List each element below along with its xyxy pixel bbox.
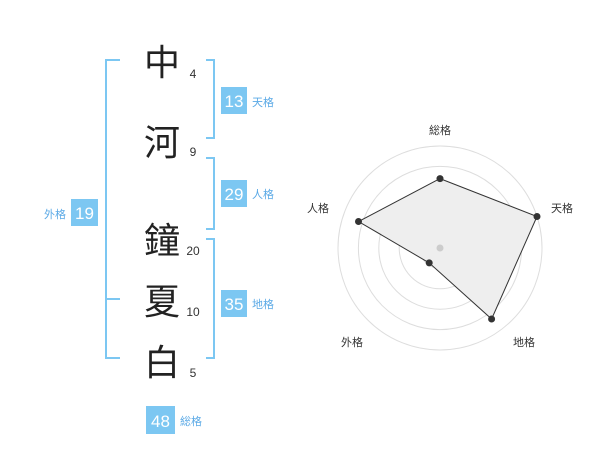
- name-char-2: 河: [144, 123, 180, 164]
- gaikaku-bracket: [105, 59, 120, 359]
- gaikaku-value: 19: [75, 204, 94, 223]
- name-char-3: 鐘: [144, 221, 180, 262]
- radar-points: [355, 175, 541, 323]
- stroke-count-2: 9: [190, 145, 197, 159]
- radar-center: [436, 244, 444, 252]
- stroke-count-3: 20: [186, 244, 200, 258]
- jinkaku-box: [221, 180, 247, 207]
- tenkaku-value: 13: [225, 92, 244, 111]
- tenkaku-badge: 13 天格: [221, 87, 274, 114]
- radar-point-5: [355, 218, 362, 225]
- chikaku-label: 地格: [252, 297, 274, 311]
- soukaku-badge: 48 総格: [146, 406, 202, 434]
- jinkaku-label: 人格: [252, 187, 274, 201]
- radar-point-4: [425, 259, 433, 267]
- chikaku-badge: 35 地格: [221, 290, 274, 317]
- name-char-4: 夏: [144, 282, 180, 323]
- stroke-count-1: 4: [190, 67, 197, 81]
- tenkaku-label: 天格: [252, 95, 274, 109]
- radar-polygon: [357, 178, 538, 320]
- radar-label-jinkaku: 人格: [307, 201, 329, 215]
- radar-point-1: [436, 175, 444, 183]
- soukaku-value: 48: [151, 412, 170, 431]
- name-char-1: 中: [144, 43, 180, 84]
- radar-point-3: [488, 315, 496, 323]
- name-characters: 中 河 鐘 夏 白: [144, 43, 180, 384]
- jinkaku-badge: 29 人格: [221, 180, 274, 207]
- radar-label-tenkaku: 天格: [551, 201, 573, 215]
- radar-label-soukaku: 総格: [429, 123, 451, 137]
- radar-label-chikaku: 地格: [513, 335, 535, 349]
- jinkaku-bracket: [206, 157, 215, 230]
- soukaku-label: 総格: [180, 414, 202, 428]
- stroke-counts: 4 9 20 10 5: [186, 67, 200, 380]
- radar-label-gaikaku: 外格: [341, 335, 363, 349]
- gaikaku-badge: 19 外格: [44, 199, 98, 226]
- brackets: [105, 59, 215, 359]
- radar-chart: 総格 天格 地格 外格 人格: [307, 123, 573, 351]
- stroke-count-4: 10: [186, 305, 200, 319]
- stroke-count-5: 5: [190, 366, 197, 380]
- jinkaku-value: 29: [225, 185, 244, 204]
- tenkaku-box: [221, 87, 247, 114]
- chikaku-bracket: [206, 238, 215, 359]
- radar-point-2: [533, 213, 541, 220]
- gaikaku-label: 外格: [44, 207, 66, 221]
- name-char-5: 白: [144, 343, 180, 384]
- chikaku-box: [221, 290, 247, 317]
- chikaku-value: 35: [225, 295, 244, 314]
- soukaku-box: [146, 406, 175, 434]
- gaikaku-box: [71, 199, 98, 226]
- radar-ring-5: [337, 145, 543, 351]
- tenkaku-bracket: [206, 59, 215, 139]
